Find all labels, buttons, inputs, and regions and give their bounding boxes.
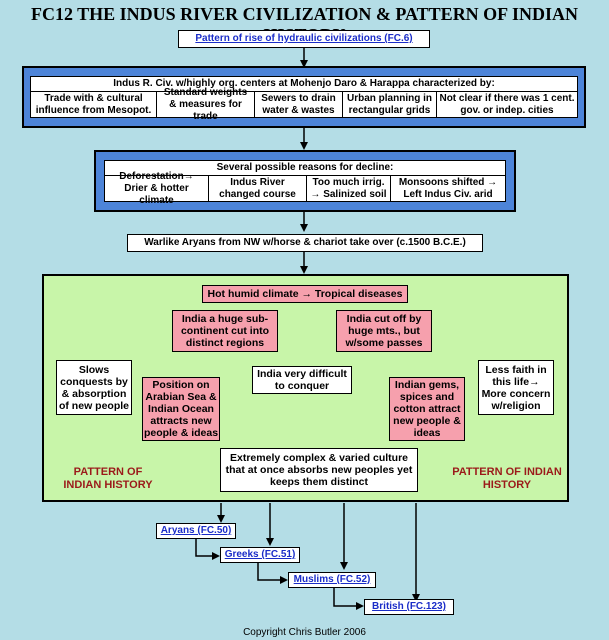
decline-cell-deforestation: Deforestation→ Drier & hotter climate [105,171,209,206]
greeks-link-label: Greeks (FC.51) [224,549,296,560]
indus-civ-box: Indus R. Civ. w/highly org. centers at M… [30,76,578,122]
muslims-link[interactable]: Muslims (FC.52) [288,572,376,588]
british-link-label: British (FC.123) [372,601,446,612]
aryans-link[interactable]: Aryans (FC.50) [156,523,236,539]
indus-cell-planning: Urban planning in rectangular grids [343,91,437,118]
sea-position-box: Position on Arabian Sea & Indian Ocean a… [142,377,220,441]
hydraulic-civ-link-label: Pattern of rise of hydraulic civilizatio… [195,33,413,44]
mountains-box: India cut off by huge mts., but w/some p… [336,310,432,352]
indus-civ-header: Indus R. Civ. w/highly org. centers at M… [113,78,495,89]
decline-cell-river: Indus River changed course [209,175,307,202]
pattern-label-right: PATTERN OF INDIAN HISTORY [452,466,562,491]
copyright-text: Copyright Chris Butler 2006 [243,627,366,638]
decline-header: Several possible reasons for decline: [216,162,394,173]
decline-panel: Several possible reasons for decline: De… [94,150,516,212]
decline-cell-monsoons: Monsoons shifted → Left Indus Civ. arid [391,175,505,202]
hydraulic-civ-link[interactable]: Pattern of rise of hydraulic civilizatio… [178,30,430,48]
aryans-link-label: Aryans (FC.50) [160,525,232,536]
indus-cell-trade: Trade with & cultural influence from Mes… [31,91,157,118]
muslims-link-label: Muslims (FC.52) [293,574,371,585]
complex-culture-box: Extremely complex & varied culture that … [220,448,418,492]
gems-box: Indian gems, spices and cotton attract n… [389,377,465,441]
climate-box: Hot humid climate → Tropical diseases [202,285,408,303]
less-faith-box: Less faith in this life→ More concern w/… [478,360,554,415]
aryans-takeover-box: Warlike Aryans from NW w/horse & chariot… [127,234,483,252]
greeks-link[interactable]: Greeks (FC.51) [220,547,300,563]
pattern-label-left: PATTERN OF INDIAN HISTORY [63,466,153,491]
decline-cell-irrigation: Too much irrig. → Salinized soil [307,175,391,202]
subcontinent-box: India a huge sub-continent cut into dist… [172,310,278,352]
indus-cell-government: Not clear if there was 1 cent. gov. or i… [437,91,577,118]
difficult-conquer-box: India very difficult to conquer [252,366,352,394]
slows-conquests-box: Slows conquests by & absorption of new p… [56,360,132,415]
indus-cell-sewers: Sewers to drain water & wastes [255,91,343,118]
decline-box: Several possible reasons for decline: De… [104,160,506,206]
british-link[interactable]: British (FC.123) [364,599,454,615]
indus-civ-panel: Indus R. Civ. w/highly org. centers at M… [22,66,586,128]
indus-cell-weights: Standard weights & measures for trade [157,87,255,122]
